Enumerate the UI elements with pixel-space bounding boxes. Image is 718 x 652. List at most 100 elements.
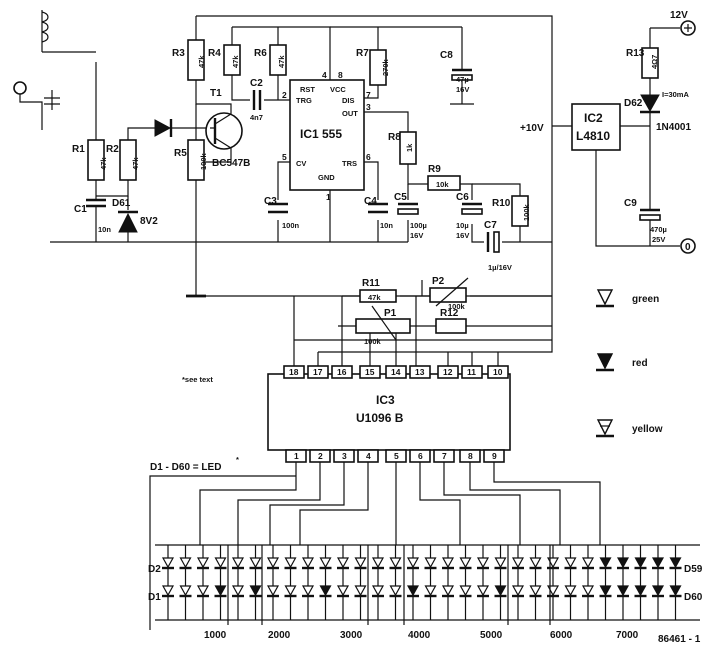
legend-green-led — [596, 289, 614, 306]
led-label-d60: D60 — [684, 592, 703, 603]
figure-number: 86461 - 1 — [658, 634, 701, 645]
ic2-value: L4810 — [576, 129, 610, 143]
scale-3000: 3000 — [340, 630, 363, 641]
led-symbol — [651, 557, 665, 569]
label-p1-value: 100k — [364, 337, 382, 346]
pickup-symbol — [13, 81, 27, 95]
label-r5-ref: R5 — [174, 148, 187, 159]
legend — [596, 289, 614, 438]
resistor-r7-body — [369, 49, 387, 86]
label-c5-ref: C5 — [394, 192, 407, 203]
led-symbol — [476, 557, 490, 569]
ic3-pin-10: 10 — [493, 367, 503, 377]
zener-diode-d61 — [118, 212, 138, 233]
resistor-r1-body — [87, 139, 105, 181]
led-label-d2: D2 — [148, 564, 161, 575]
led-symbol — [634, 557, 647, 569]
led-symbol — [196, 557, 210, 569]
ic1-pinno-7: 7 — [366, 90, 371, 100]
led-symbol — [424, 557, 437, 569]
led-symbol — [581, 557, 595, 569]
resistor-r10-body — [511, 195, 529, 227]
input-diode — [154, 119, 172, 137]
label-c7-ref: C7 — [484, 220, 497, 231]
led-symbol — [389, 557, 402, 569]
label-r10-ref: R10 — [492, 198, 511, 209]
led-symbol — [564, 585, 577, 597]
label-r4-value: 47k — [231, 55, 240, 68]
label-r5-value: 100k — [199, 152, 208, 170]
ic1-555-body — [289, 79, 365, 191]
led-symbol — [214, 585, 227, 597]
led-symbol — [354, 585, 367, 597]
label-c8-value: 47µ — [456, 75, 469, 84]
labels: R1 47k R2 47k R3 47k R4 47k R5 100k R6 4… — [72, 10, 703, 645]
label-r11-ref: R11 — [362, 278, 380, 289]
ic1-pin-cv: CV — [296, 159, 306, 168]
label-c4-value: 10n — [380, 221, 393, 230]
terminal-ground — [680, 238, 696, 254]
led-symbol — [616, 557, 630, 569]
label-r7-ref: R7 — [356, 48, 369, 59]
resistor-r3-body — [187, 39, 205, 81]
ic1-pinno-6: 6 — [366, 152, 371, 162]
ic1-pinno-8: 8 — [338, 70, 343, 80]
led-symbol — [249, 585, 262, 597]
label-r8-ref: R8 — [388, 132, 401, 143]
led-symbol — [354, 557, 367, 569]
ic2-ref: IC2 — [584, 111, 603, 125]
led-symbol — [669, 585, 682, 597]
ic3-ref: IC3 — [376, 393, 395, 407]
label-r6-ref: R6 — [254, 48, 267, 59]
led-symbol — [599, 585, 612, 597]
led-symbol — [161, 557, 175, 569]
ic3-pin-14: 14 — [391, 367, 401, 377]
label-c6-voltage: 16V — [456, 231, 469, 240]
legend-yellow-label: yellow — [632, 424, 663, 435]
label-r6-value: 47k — [277, 55, 286, 68]
led-symbol — [581, 585, 595, 597]
ic1-pin-out: OUT — [342, 109, 358, 118]
ic3-pin-9: 9 — [492, 451, 497, 461]
legend-red-led — [596, 353, 614, 370]
wiring — [19, 10, 700, 630]
label-r1-value: 47k — [99, 157, 108, 170]
ic1-pinno-5: 5 — [282, 152, 287, 162]
led-symbol — [214, 557, 227, 569]
label-c1-value: 10n — [98, 225, 111, 234]
led-symbol — [231, 585, 245, 597]
led-symbol — [336, 585, 350, 597]
potentiometer-p1-arrow — [371, 305, 397, 341]
led-symbol — [476, 585, 490, 597]
label-r7-value: 270k — [381, 58, 390, 76]
led-symbol — [529, 557, 542, 569]
scale-6000: 6000 — [550, 630, 573, 641]
label-current: I=30mA — [662, 90, 689, 99]
led-bar-array — [161, 545, 682, 625]
led-symbol — [389, 585, 402, 597]
label-d62-ref: D62 — [624, 98, 643, 109]
label-r10-value: 100k — [522, 203, 531, 221]
label-r12-ref: R12 — [440, 308, 459, 319]
ic1-pin-trs: TRS — [342, 159, 357, 168]
scale-2000: 2000 — [268, 630, 291, 641]
label-c9-value: 470µ — [650, 225, 667, 234]
led-symbol — [634, 585, 647, 597]
potentiometer-p1-body — [355, 318, 411, 334]
led-symbol — [249, 557, 262, 569]
led-symbol — [371, 557, 385, 569]
ic3-pin-16: 16 — [337, 367, 347, 377]
led-symbol — [669, 557, 682, 569]
led-symbol — [284, 557, 297, 569]
label-c7-value: 1µ/16V — [488, 263, 512, 272]
led-symbol — [441, 585, 455, 597]
label-c3-ref: C3 — [264, 196, 277, 207]
ic1-pin-gnd: GND — [318, 173, 335, 182]
resistor-r11-body — [359, 289, 397, 303]
led-symbol — [196, 585, 210, 597]
label-d62-value: 1N4001 — [656, 122, 691, 133]
scale-7000: 7000 — [616, 630, 639, 641]
scale-1000: 1000 — [204, 630, 227, 641]
scale-5000: 5000 — [480, 630, 503, 641]
label-t1-ref: T1 — [210, 88, 222, 99]
